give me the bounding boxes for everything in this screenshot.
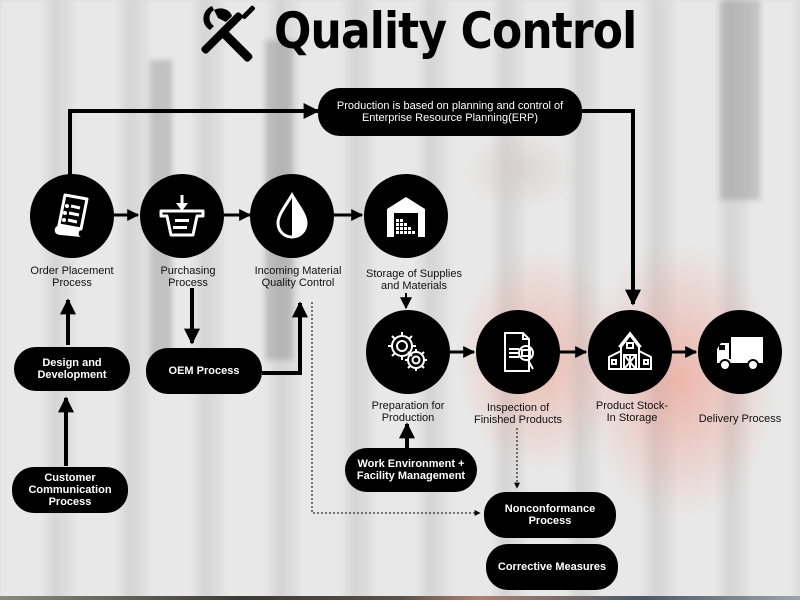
node-order-placement[interactable] (30, 174, 114, 258)
node-inspection[interactable] (476, 310, 560, 394)
node-product-stock[interactable] (588, 310, 672, 394)
node-purchasing[interactable] (140, 174, 224, 258)
basket-download-icon (159, 195, 205, 237)
title-text: Quality Control (274, 2, 637, 60)
droplet-icon (276, 192, 308, 239)
bottom-photo-strip (0, 596, 800, 600)
barn-icon (608, 331, 652, 370)
label-delivery: Delivery Process (698, 413, 782, 425)
label-order-placement: Order Placement Process (30, 265, 114, 289)
warehouse-icon (387, 197, 425, 237)
label-preparation: Preparation for Production (371, 400, 445, 424)
background-pole (720, 0, 760, 200)
node-preparation[interactable] (366, 310, 450, 394)
label-storage-supplies: Storage of Supplies and Materials (365, 268, 462, 292)
label-inspection: Inspection of Finished Products (473, 402, 563, 426)
document-list-icon (54, 193, 89, 237)
box-design-development[interactable]: Design and Development (14, 347, 130, 391)
label-incoming-material: Incoming Material Quality Control (254, 265, 342, 289)
box-nonconformance[interactable]: Nonconformance Process (484, 492, 616, 538)
node-delivery[interactable] (698, 310, 782, 394)
erp-planning-box: Production is based on planning and cont… (318, 88, 582, 136)
wrench-screwdriver-icon (201, 5, 255, 62)
node-storage-supplies[interactable] (364, 174, 448, 258)
label-product-stock: Product Stock- In Storage (595, 400, 669, 424)
box-customer-communication[interactable]: Customer Communication Process (12, 467, 128, 513)
truck-icon (717, 337, 763, 371)
box-work-environment[interactable]: Work Environment + Facility Management (345, 448, 477, 492)
document-magnifier-icon (504, 332, 534, 372)
label-purchasing: Purchasing Process (160, 265, 216, 289)
box-oem-process[interactable]: OEM Process (146, 348, 262, 394)
page-title: Quality Control (198, 0, 686, 62)
gears-icon (388, 332, 427, 371)
box-corrective-measures[interactable]: Corrective Measures (486, 544, 618, 590)
node-incoming-material[interactable] (250, 174, 334, 258)
